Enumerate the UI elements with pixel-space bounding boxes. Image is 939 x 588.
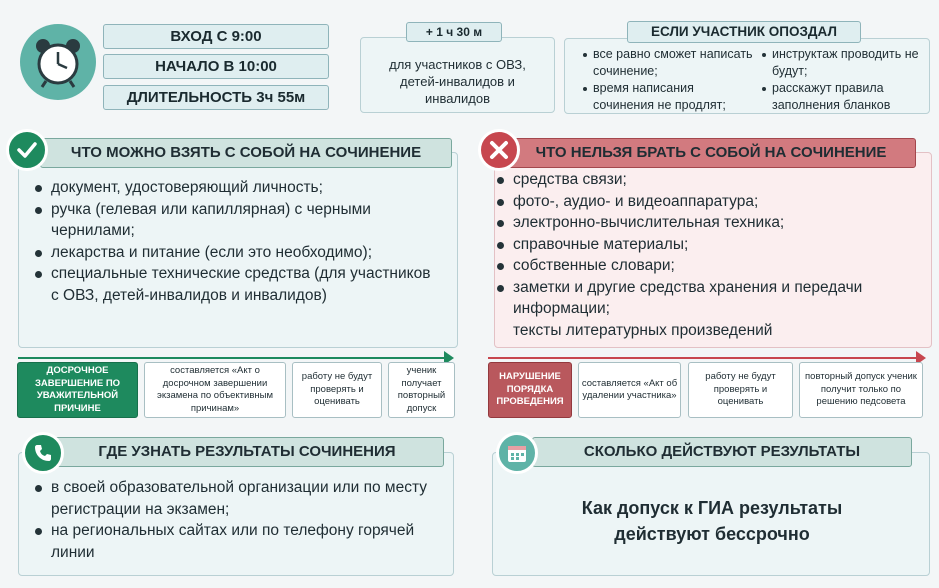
start-time: НАЧАЛО В 10:00 [103,54,329,79]
entry-time: ВХОД С 9:00 [103,24,329,49]
results-title: ГДЕ УЗНАТЬ РЕЗУЛЬТАТЫ СОЧИНЕНИЯ [50,437,444,467]
flow-left-step-1: ДОСРОЧНОЕ ЗАВЕРШЕНИЕ ПО УВАЖИТЕЛЬНОЙ ПРИ… [17,362,138,418]
duration: ДЛИТЕЛЬНОСТЬ 3ч 55м [103,85,329,110]
list-item: в своей образовательной организации или … [33,477,433,520]
list-item: на региональных сайтах или по телефону г… [33,520,433,563]
flow-right-step-4: повторный допуск ученик получит только п… [799,362,923,418]
list-item: время написания сочинения не продлят; [581,80,756,114]
late-right-list: инструктаж проводить не будут; расскажут… [760,46,925,114]
extra-time-badge: + 1 ч 30 м [406,22,502,42]
flow-arrow-left [18,357,448,359]
calendar-icon [496,432,538,474]
list-item: документ, удостоверяющий личность; [33,177,433,199]
validity-title: СКОЛЬКО ДЕЙСТВУЮТ РЕЗУЛЬТАТЫ [532,437,912,467]
list-item: ручка (гелевая или капиллярная) с черным… [33,199,433,242]
flow-left-step-4: ученик получает повторный допуск [388,362,455,418]
forbidden-title: ЧТО НЕЛЬЗЯ БРАТЬ С СОБОЙ НА СОЧИНЕНИЕ [506,138,916,168]
flow-right-step-1: НАРУШЕНИЕ ПОРЯДКА ПРОВЕДЕНИЯ [488,362,572,418]
forbidden-list: средства связи; фото-, аудио- и видеоапп… [495,169,927,341]
list-item: электронно-вычислительная техника; [495,212,927,234]
list-item: специальные технические средства (для уч… [33,263,433,306]
list-item: лекарства и питание (если это необходимо… [33,242,433,264]
list-item: фото-, аудио- и видеоаппаратура; [495,191,927,213]
phone-icon [22,432,64,474]
list-item: заметки и другие средства хранения и пер… [495,277,927,320]
flow-left-step-2: составляется «Акт о досрочном завершении… [144,362,286,418]
list-item: средства связи; [495,169,927,191]
late-box: все равно сможет написать сочинение; вре… [564,38,930,114]
list-item: собственные словари; [495,255,927,277]
results-box: в своей образовательной организации или … [18,452,454,576]
alarm-clock-icon [20,24,96,100]
arrow-right-icon [916,351,926,365]
cross-icon [478,129,520,171]
list-item: все равно сможет написать сочинение; [581,46,756,80]
extra-time-box: для участников с ОВЗ, детей-инвалидов и … [360,37,555,113]
checkmark-icon [6,129,48,171]
list-item: расскажут правила заполнения бланков [760,80,925,114]
list-item-last: тексты литературных произведений [513,321,773,339]
list-item: инструктаж проводить не будут; [760,46,925,80]
late-title: ЕСЛИ УЧАСТНИК ОПОЗДАЛ [627,21,861,43]
validity-text: Как допуск к ГИА результаты действуют бе… [581,498,843,544]
allowed-title: ЧТО МОЖНО ВЗЯТЬ С СОБОЙ НА СОЧИНЕНИЕ [40,138,452,168]
late-left-list: все равно сможет написать сочинение; вре… [581,46,756,114]
arrow-right-icon [444,351,454,365]
allowed-list: документ, удостоверяющий личность; ручка… [33,177,433,306]
allowed-box: документ, удостоверяющий личность; ручка… [18,152,458,348]
validity-box: Как допуск к ГИА результаты действуют бе… [492,452,930,576]
flow-right-step-3: работу не будут проверять и оценивать [688,362,793,418]
flow-right-step-2: составляется «Акт об удалении участника» [578,362,681,418]
forbidden-box: средства связи; фото-, аудио- и видеоапп… [494,152,932,348]
list-item: справочные материалы; [495,234,927,256]
flow-arrow-right [488,357,920,359]
extra-time-recipients: для участников с ОВЗ, детей-инвалидов и … [389,57,526,106]
results-list: в своей образовательной организации или … [33,477,433,563]
flow-left-step-3: работу не будут проверять и оценивать [292,362,382,418]
